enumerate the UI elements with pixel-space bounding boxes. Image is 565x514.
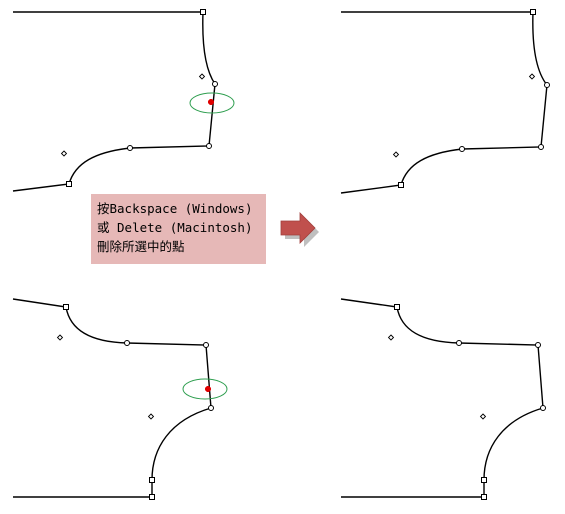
corner-point[interactable] (481, 477, 487, 483)
panel-bottom-right (340, 298, 546, 500)
anchor-point[interactable] (203, 342, 209, 348)
anchor-point[interactable] (459, 146, 465, 152)
selected-anchor-point[interactable] (207, 98, 215, 106)
panel-top-left (12, 9, 235, 192)
anchor-point[interactable] (127, 145, 133, 151)
anchor-point[interactable] (544, 82, 550, 88)
path-shape (12, 11, 216, 192)
anchor-point[interactable] (538, 144, 544, 150)
selected-anchor-point[interactable] (204, 385, 212, 393)
corner-point[interactable] (149, 477, 155, 483)
highlight-ellipse (189, 92, 235, 114)
control-handle[interactable] (198, 73, 206, 80)
anchor-point[interactable] (206, 143, 212, 149)
corner-point[interactable] (398, 182, 404, 188)
corner-point[interactable] (481, 494, 487, 500)
path-shape (340, 298, 544, 498)
instruction-note: 按Backspace (Windows) 或 Delete (Macintosh… (91, 194, 266, 264)
anchor-point[interactable] (212, 81, 218, 87)
instruction-line-2: 或 Delete (Macintosh) (97, 220, 253, 235)
corner-point[interactable] (200, 9, 206, 15)
arrow-icon (280, 212, 319, 247)
control-handle[interactable] (387, 334, 395, 341)
control-handle[interactable] (528, 73, 536, 80)
control-handle[interactable] (56, 334, 64, 341)
path-shape (340, 11, 548, 194)
panel-top-right (340, 9, 550, 194)
corner-point[interactable] (66, 181, 72, 187)
anchor-point[interactable] (124, 340, 130, 346)
anchor-point[interactable] (540, 405, 546, 411)
corner-point[interactable] (63, 304, 69, 310)
control-handle[interactable] (60, 150, 68, 157)
control-handle[interactable] (479, 413, 487, 420)
instruction-line-1: 按Backspace (Windows) (97, 201, 253, 216)
corner-point[interactable] (149, 494, 155, 500)
anchor-point[interactable] (208, 405, 214, 411)
highlight-ellipse (182, 378, 228, 400)
control-handle[interactable] (147, 413, 155, 420)
corner-point[interactable] (394, 304, 400, 310)
instruction-line-3: 刪除所選中的點 (97, 239, 185, 254)
path-shape (12, 298, 212, 498)
anchor-point[interactable] (456, 340, 462, 346)
anchor-point[interactable] (535, 342, 541, 348)
corner-point[interactable] (530, 9, 536, 15)
panel-bottom-left (12, 298, 228, 500)
control-handle[interactable] (392, 151, 400, 158)
